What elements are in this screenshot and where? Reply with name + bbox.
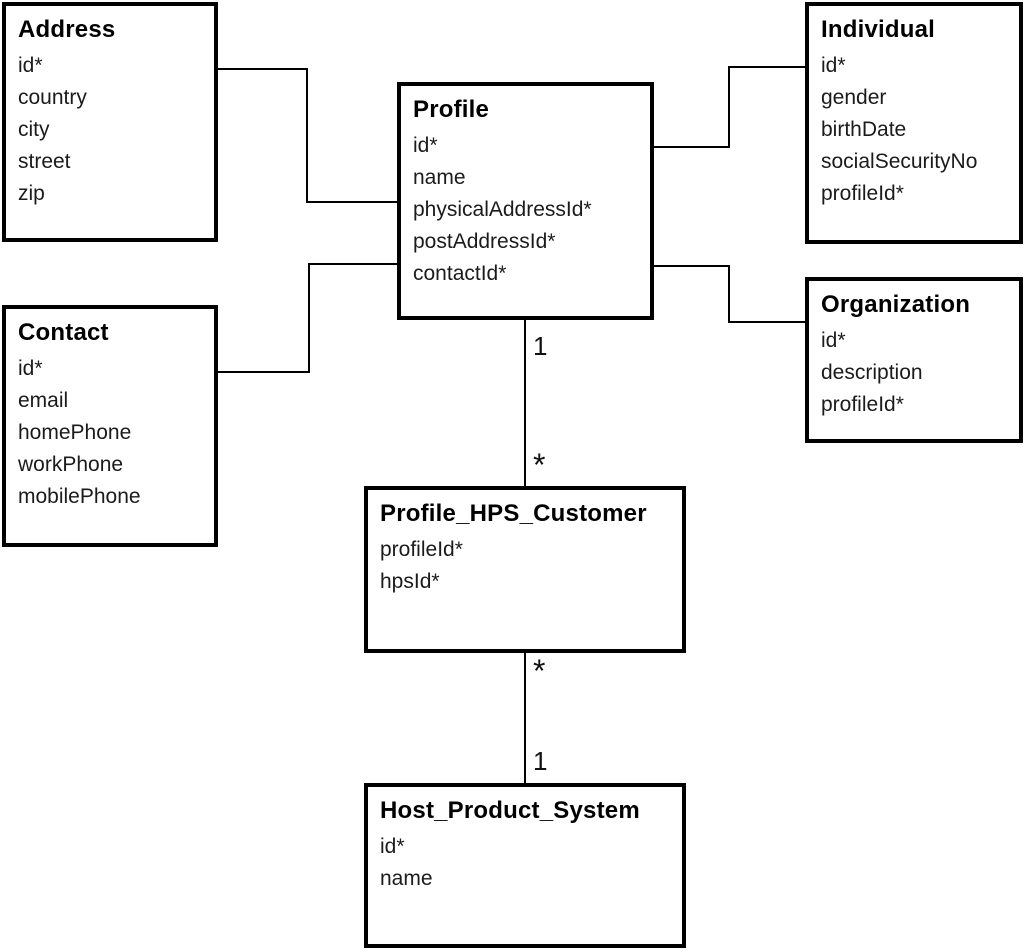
entity-title: Profile_HPS_Customer [380, 500, 647, 527]
entity-field: street [18, 150, 71, 173]
entity-box-address: Address id* country city street zip [2, 2, 218, 242]
connector-profile-organization [654, 265, 805, 323]
cardinality-label-profile-side: 1 [533, 331, 548, 361]
entity-field: country [18, 86, 87, 109]
entity-field: city [18, 118, 50, 141]
entity-title: Individual [821, 16, 936, 43]
entity-field: socialSecurityNo [821, 150, 978, 173]
entity-field: profileId* [821, 393, 904, 416]
entity-field: id* [18, 54, 43, 77]
connector-contact-profile [218, 263, 397, 373]
entity-title: Organization [821, 291, 971, 318]
cardinality-label-host-product-system-side: 1 [533, 746, 548, 776]
entity-field: postAddressId* [413, 230, 556, 253]
entity-field: name [413, 166, 466, 189]
entity-box-organization: Organization id* description profileId* [805, 277, 1023, 443]
entity-field: id* [821, 329, 846, 352]
entity-field: id* [18, 357, 43, 380]
entity-title: Contact [18, 319, 109, 346]
entity-field: birthDate [821, 118, 907, 141]
entity-field: zip [18, 182, 45, 205]
entity-title: Address [18, 16, 116, 43]
entity-field: homePhone [18, 421, 132, 444]
entity-box-profile: Profile id* name physicalAddressId* post… [397, 82, 654, 320]
entity-field: id* [821, 54, 846, 77]
entity-box-profile-hps-customer: Profile_HPS_Customer profileId* hpsId* [364, 486, 686, 653]
entity-field: profileId* [380, 538, 463, 561]
entity-box-host-product-system: Host_Product_System id* name [364, 783, 686, 948]
entity-field: mobilePhone [18, 485, 141, 508]
entity-field: email [18, 389, 69, 412]
entity-field: profileId* [821, 182, 904, 205]
connector-address-profile [218, 68, 397, 203]
entity-field: gender [821, 86, 887, 109]
entity-field: workPhone [18, 453, 124, 476]
connector-profile-individual [654, 66, 805, 148]
cardinality-label-profile-hps-customer-side-lower: * [533, 653, 546, 689]
entity-box-contact: Contact id* email homePhone workPhone mo… [2, 305, 218, 547]
entity-box-individual: Individual id* gender birthDate socialSe… [805, 2, 1023, 244]
entity-field: physicalAddressId* [413, 198, 592, 221]
entity-field: hpsId* [380, 570, 440, 593]
entity-field: name [380, 867, 433, 890]
entity-title: Profile [413, 96, 490, 123]
entity-field: id* [413, 134, 438, 157]
entity-field: description [821, 361, 923, 384]
entity-title: Host_Product_System [380, 797, 640, 824]
cardinality-label-profile-hps-customer-side: * [533, 447, 546, 483]
entity-field: contactId* [413, 262, 507, 285]
entity-field: id* [380, 835, 405, 858]
